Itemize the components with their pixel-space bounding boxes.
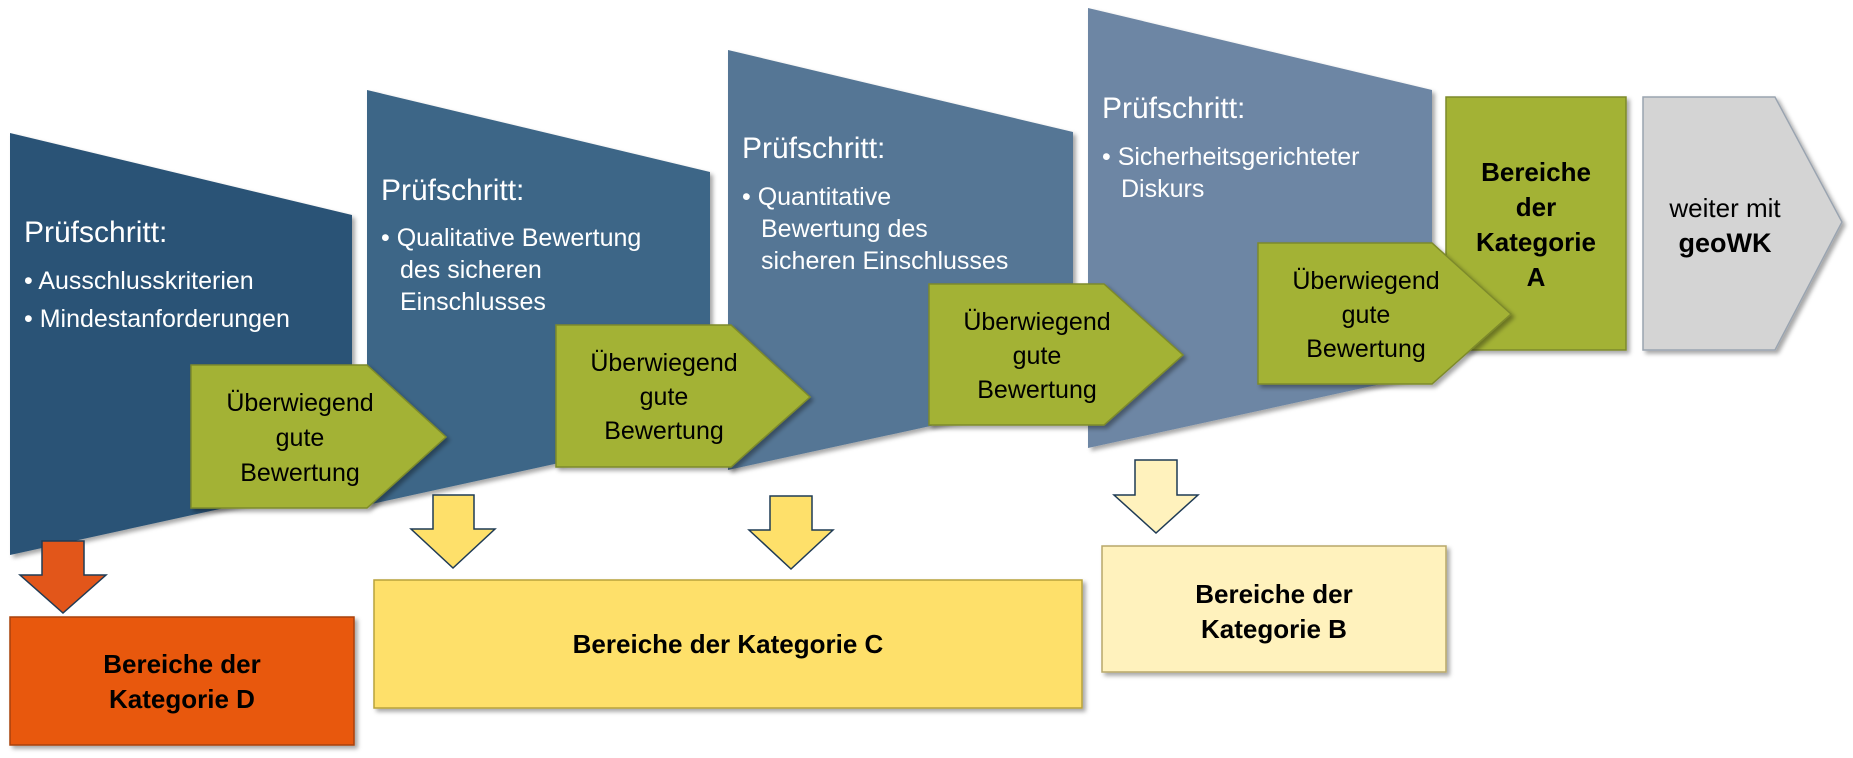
svg-text:gute: gute — [1013, 342, 1062, 370]
stage-bullet: • Mindestanforderungen — [24, 305, 290, 333]
svg-text:Überwiegend: Überwiegend — [590, 349, 737, 377]
stage-bullet: Einschlusses — [400, 288, 546, 316]
pass-arrow-4: Überwiegend gute Bewertung — [1257, 242, 1513, 385]
continue-arrow — [1642, 96, 1843, 351]
pass-arrow-2: Überwiegend gute Bewertung — [555, 324, 812, 468]
category-b-box — [1101, 545, 1447, 673]
pass-arrow-1: Überwiegend gute Bewertung — [190, 364, 448, 509]
svg-text:gute: gute — [640, 383, 689, 411]
category-a-label: Bereiche der Kategorie A — [1476, 157, 1596, 292]
stage-bullet: • Sicherheitsgerichteter — [1102, 143, 1359, 171]
svg-text:gute: gute — [276, 424, 325, 452]
stage-heading: Prüfschritt: — [1102, 92, 1245, 125]
svg-text:Bereiche der: Bereiche der — [1195, 579, 1353, 609]
stage-heading: Prüfschritt: — [742, 132, 885, 165]
category-d-label: Bereiche der Kategorie D — [103, 649, 261, 714]
svg-text:A: A — [1527, 262, 1546, 292]
svg-text:Bewertung: Bewertung — [604, 417, 724, 445]
svg-text:Bereiche: Bereiche — [1481, 157, 1591, 187]
svg-text:Überwiegend: Überwiegend — [1292, 267, 1439, 295]
stage-bullet: des sicheren — [400, 256, 542, 284]
category-c-label: Bereiche der Kategorie C — [573, 629, 884, 659]
svg-text:weiter mit: weiter mit — [1668, 193, 1781, 223]
down-arrow-c-2 — [747, 495, 835, 571]
svg-text:Überwiegend: Überwiegend — [963, 308, 1110, 336]
svg-text:Bewertung: Bewertung — [240, 459, 360, 487]
category-c-box — [373, 579, 1083, 709]
svg-text:Bewertung: Bewertung — [1306, 335, 1426, 363]
continue-label: weiter mit geoWK — [1668, 193, 1781, 258]
stage-bullet: Diskurs — [1121, 175, 1204, 203]
stage-bullet: Bewertung des — [761, 215, 928, 243]
down-arrow-b — [1112, 459, 1200, 535]
stage-bullet: sicheren Einschlusses — [761, 247, 1008, 275]
stage-text-2: Prüfschritt: • Qualitative Bewertung des… — [381, 174, 641, 316]
svg-text:gute: gute — [1342, 301, 1391, 329]
svg-text:Bewertung: Bewertung — [977, 376, 1097, 404]
svg-text:Kategorie B: Kategorie B — [1201, 614, 1347, 644]
stage-text-1: Prüfschritt: • Ausschlusskriterien • Min… — [24, 216, 290, 333]
stage-bullet: • Quantitative — [742, 183, 891, 211]
svg-text:geoWK: geoWK — [1679, 228, 1772, 258]
category-d-box — [9, 616, 355, 746]
down-arrow-c-1 — [409, 494, 497, 570]
svg-text:der: der — [1516, 192, 1556, 222]
svg-text:Kategorie D: Kategorie D — [109, 684, 255, 714]
stage-text-3: Prüfschritt: • Quantitative Bewertung de… — [742, 132, 1008, 275]
stage-bullet: • Qualitative Bewertung — [381, 224, 641, 252]
stage-text-4: Prüfschritt: • Sicherheitsgerichteter Di… — [1102, 92, 1359, 203]
stage-heading: Prüfschritt: — [381, 174, 524, 207]
stage-heading: Prüfschritt: — [24, 216, 167, 249]
svg-text:Kategorie: Kategorie — [1476, 227, 1596, 257]
svg-text:Überwiegend: Überwiegend — [226, 389, 373, 417]
down-arrow-d — [18, 540, 108, 615]
stage-bullet: • Ausschlusskriterien — [24, 267, 254, 295]
category-b-label: Bereiche der Kategorie B — [1195, 579, 1353, 644]
pass-arrow-3: Überwiegend gute Bewertung — [928, 283, 1185, 426]
svg-text:Bereiche der: Bereiche der — [103, 649, 261, 679]
